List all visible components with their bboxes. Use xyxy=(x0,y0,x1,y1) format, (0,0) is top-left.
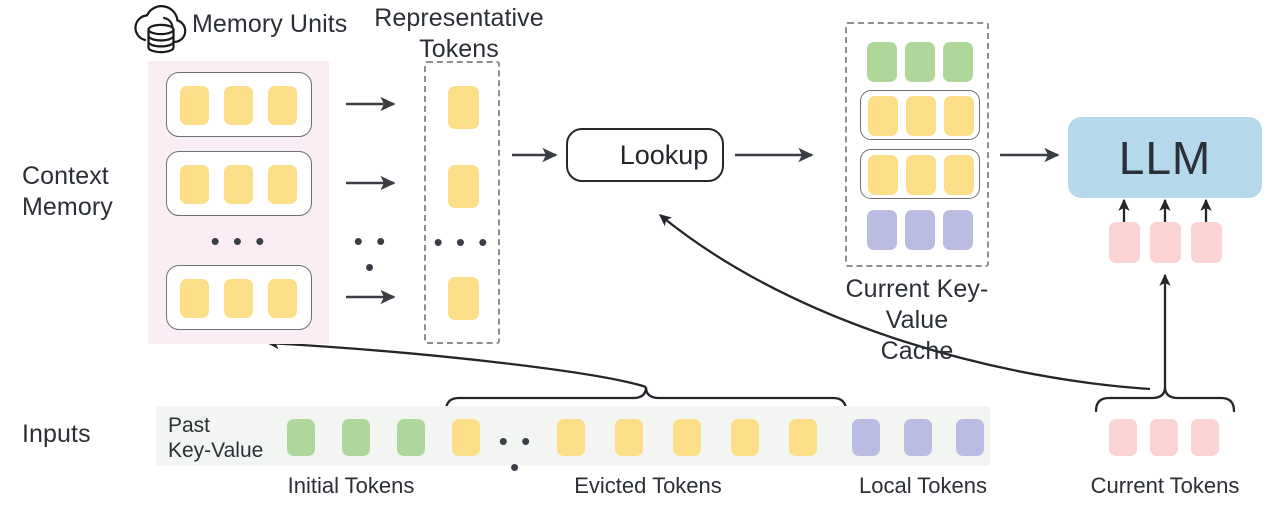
kv-token-retrieved xyxy=(906,96,936,136)
context-memory-label-line2: Memory xyxy=(22,193,113,221)
kv-token-retrieved xyxy=(944,96,974,136)
memory-unit-token xyxy=(180,279,209,318)
lookup-button[interactable]: Lookup xyxy=(566,128,724,182)
llm-label: LLM xyxy=(1118,131,1212,184)
kv-row-local xyxy=(867,210,973,250)
input-token-local-2 xyxy=(904,419,932,456)
llm-box[interactable]: LLM xyxy=(1068,117,1262,198)
context-memory-label-line1: Context xyxy=(22,162,109,190)
llm-input-token-1 xyxy=(1109,222,1140,263)
memory-unit-token xyxy=(180,165,209,204)
kv-cache-label-line1: Current Key-Value xyxy=(845,275,989,334)
representative-tokens-container: • • • xyxy=(424,61,500,344)
kv-token-initial xyxy=(943,42,973,82)
representative-tokens-label-line1: Representative xyxy=(374,4,544,32)
memory-unit-token xyxy=(268,165,297,204)
kv-row-retrieved-upper xyxy=(860,90,980,140)
llm-input-token-3 xyxy=(1191,222,1222,263)
arrow-evicted-to-memory xyxy=(266,337,647,389)
kv-token-initial xyxy=(867,42,897,82)
cloud-database-icon xyxy=(134,5,187,54)
inputs-label: Inputs xyxy=(22,420,91,448)
past-key-value-label: Past Key-Value xyxy=(168,413,268,463)
input-token-evicted-3 xyxy=(615,419,643,456)
kv-cache-label-line2: Cache xyxy=(880,337,954,365)
kv-cache-container xyxy=(845,22,989,267)
kv-token-initial xyxy=(905,42,935,82)
kv-token-local xyxy=(867,210,897,250)
input-token-initial-1 xyxy=(287,419,315,456)
kv-token-retrieved xyxy=(944,155,974,195)
past-key-value-label-line1: Past xyxy=(168,414,211,437)
input-token-local-3 xyxy=(956,419,984,456)
input-token-evicted-1 xyxy=(452,419,480,456)
memory-unit-token xyxy=(268,279,297,318)
representative-tokens-label-line2: Tokens xyxy=(419,35,499,63)
local-tokens-label: Local Tokens xyxy=(858,473,987,498)
representative-tokens-ellipsis: • • • xyxy=(433,227,491,257)
unit-arrows-ellipsis: • • • xyxy=(353,226,389,282)
memory-unit-3[interactable] xyxy=(166,265,312,330)
arrows-tokens-into-llm xyxy=(1118,198,1212,222)
input-token-evicted-6 xyxy=(789,419,817,456)
context-memory-label: Context Memory xyxy=(22,161,162,223)
input-token-local-1 xyxy=(852,419,880,456)
kv-token-local xyxy=(905,210,935,250)
memory-unit-1[interactable] xyxy=(166,72,312,137)
input-token-evicted-4 xyxy=(673,419,701,456)
memory-unit-token xyxy=(224,165,253,204)
kv-cache-label: Current Key-Value Cache xyxy=(818,274,1016,367)
evicted-tokens-label: Evicted Tokens xyxy=(574,473,722,498)
representative-token-2 xyxy=(448,165,479,208)
memory-unit-token xyxy=(224,86,253,125)
input-token-evicted-2 xyxy=(557,419,585,456)
past-key-value-label-line2: Key-Value xyxy=(168,439,264,462)
kv-token-retrieved xyxy=(868,96,898,136)
representative-token-3 xyxy=(448,277,479,320)
kv-token-retrieved xyxy=(868,155,898,195)
llm-input-token-2 xyxy=(1150,222,1181,263)
representative-tokens-label: Representative Tokens xyxy=(374,3,544,65)
input-token-current-3 xyxy=(1191,419,1219,456)
lookup-label: Lookup xyxy=(619,139,709,170)
input-token-current-2 xyxy=(1150,419,1178,456)
memory-unit-token xyxy=(268,86,297,125)
brace-current-tokens xyxy=(1094,386,1236,413)
input-token-initial-2 xyxy=(342,419,370,456)
kv-row-retrieved-lower xyxy=(860,149,980,199)
representative-token-1 xyxy=(448,86,479,129)
arrow-current-to-lookup xyxy=(659,214,1151,391)
kv-row-initial xyxy=(867,42,973,82)
kv-token-retrieved xyxy=(906,155,936,195)
input-evicted-ellipsis: • • • xyxy=(498,426,534,482)
initial-tokens-label: Initial Tokens xyxy=(287,473,415,498)
memory-unit-2[interactable] xyxy=(166,151,312,216)
memory-units-ellipsis: • • • xyxy=(210,226,268,256)
memory-unit-token xyxy=(180,86,209,125)
arrow-unit-to-rep-group xyxy=(346,96,396,305)
input-token-current-1 xyxy=(1109,419,1137,456)
memory-units-label: Memory Units xyxy=(192,10,348,38)
current-tokens-label: Current Tokens xyxy=(1090,473,1240,498)
input-token-evicted-5 xyxy=(731,419,759,456)
memory-unit-token xyxy=(224,279,253,318)
input-token-initial-3 xyxy=(397,419,425,456)
kv-token-local xyxy=(943,210,973,250)
